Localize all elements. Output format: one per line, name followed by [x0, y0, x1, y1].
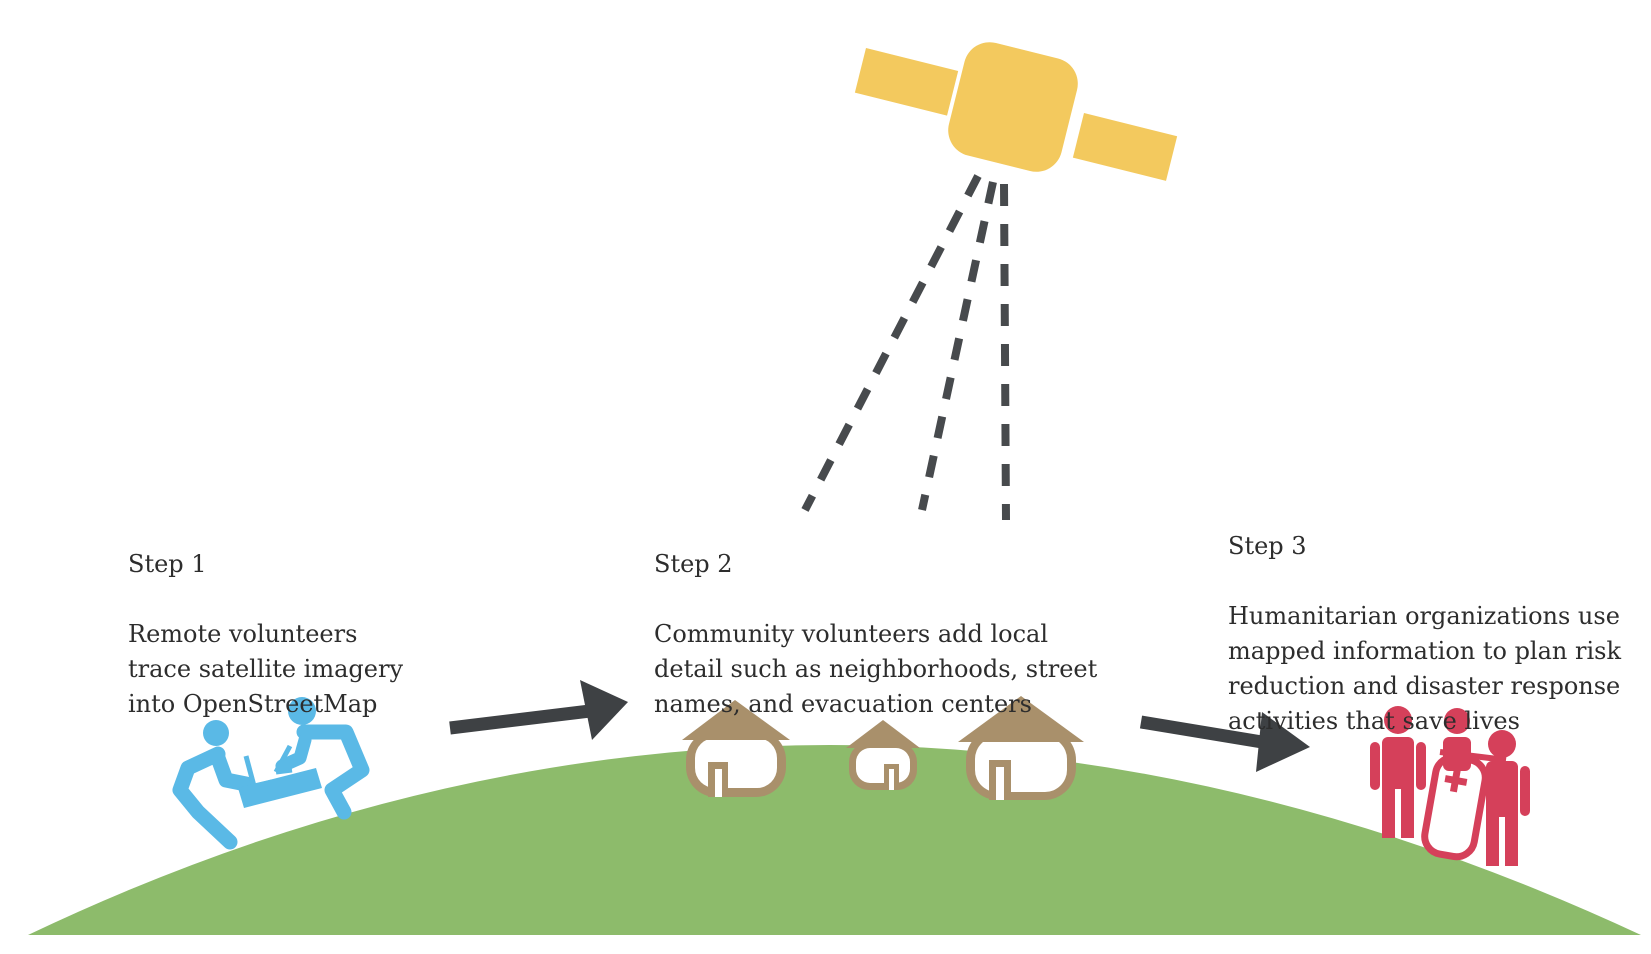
step-2-text: Community volunteers add local detail su…: [654, 620, 1098, 718]
step-2-caption: Step 2 Community volunteers add local de…: [654, 512, 1114, 757]
step-1-caption: Step 1 Remote volunteers trace satellite…: [128, 512, 458, 757]
signal-line-middle: [918, 181, 997, 511]
step-3-caption: Step 3 Humanitarian organizations use ma…: [1228, 494, 1628, 774]
hut-middle: [846, 720, 920, 790]
step-3-text: Humanitarian organizations use mapped in…: [1228, 602, 1622, 735]
signal-lines: [801, 174, 1010, 521]
humanitarian-responders-icon: [1370, 706, 1530, 866]
remote-volunteers-icon: [172, 697, 370, 850]
signal-line-right: [1000, 183, 1010, 521]
satellite-icon: [854, 42, 1178, 181]
ground-hill: [28, 745, 1641, 935]
huts-icon: [682, 696, 1084, 800]
arrow-step1-to-step2: [449, 680, 628, 740]
hut-left: [682, 700, 790, 797]
step-1-title: Step 1: [128, 550, 207, 578]
hut-right: [958, 696, 1084, 800]
step-3-title: Step 3: [1228, 532, 1307, 560]
step-1-text: Remote volunteers trace satellite imager…: [128, 620, 404, 718]
arrow-step2-to-step3: [1139, 712, 1310, 772]
step-2-title: Step 2: [654, 550, 733, 578]
signal-line-left: [801, 174, 982, 512]
